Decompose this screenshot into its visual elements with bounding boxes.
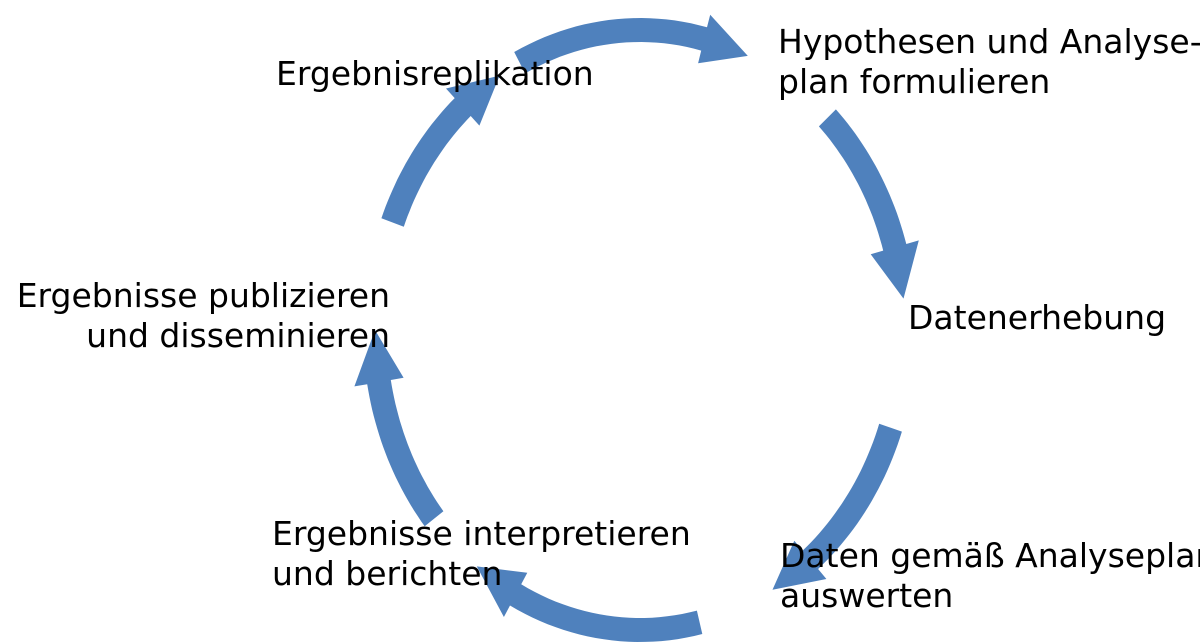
arrow-analysis-to-interpretation bbox=[476, 566, 703, 642]
stage-analysis-line-1: Daten gemäß Analyseplan bbox=[780, 536, 1200, 575]
stage-publication-line-2: und disseminieren bbox=[86, 316, 390, 355]
stage-publication-line-1: Ergebnisse publizieren bbox=[16, 276, 390, 315]
arrow-publication-to-replication bbox=[381, 75, 500, 227]
stage-data-collection: Datenerhebung bbox=[908, 298, 1166, 338]
stage-hypotheses-line-2: plan formulieren bbox=[778, 62, 1051, 101]
stage-data-collection-line-1: Datenerhebung bbox=[908, 298, 1167, 337]
stage-analysis-line-2: auswerten bbox=[780, 576, 954, 615]
arrow-data-collection-to-analysis bbox=[772, 423, 902, 590]
stage-analysis: Daten gemäß Analyseplan auswerten bbox=[780, 536, 1200, 616]
stage-replication: Ergebnisreplikation bbox=[276, 54, 594, 94]
stage-interpretation: Ergebnisse interpretieren und berichten bbox=[272, 514, 691, 594]
stage-hypotheses: Hypothesen und Analyse- plan formulieren bbox=[778, 22, 1200, 102]
stage-interpretation-line-1: Ergebnisse interpretieren bbox=[272, 514, 691, 553]
arrow-hypotheses-to-data-collection bbox=[818, 109, 919, 299]
stage-hypotheses-line-1: Hypothesen und Analyse- bbox=[778, 22, 1200, 61]
stage-publication: Ergebnisse publizieren und disseminieren bbox=[17, 276, 390, 356]
stage-replication-line-1: Ergebnisreplikation bbox=[276, 54, 594, 93]
arrow-interpretation-to-publication bbox=[354, 330, 444, 527]
arrow-replication-to-hypotheses bbox=[514, 14, 748, 74]
stage-interpretation-line-2: und berichten bbox=[272, 554, 503, 593]
